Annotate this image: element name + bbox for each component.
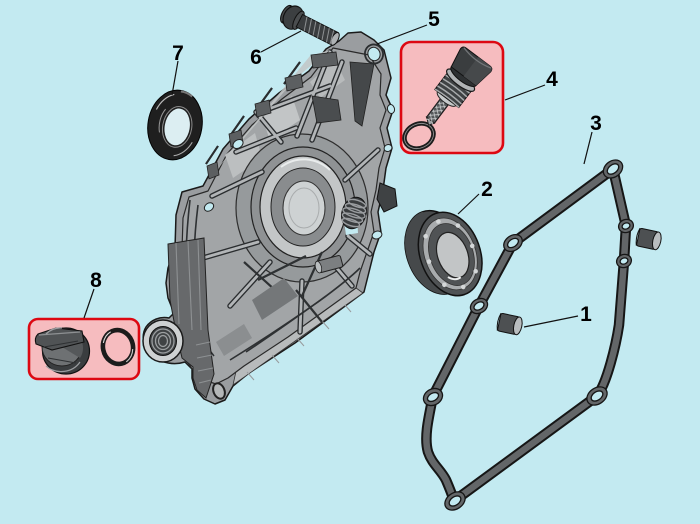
svg-text:5: 5 <box>428 8 440 31</box>
svg-text:8: 8 <box>90 269 102 292</box>
svg-text:2: 2 <box>481 178 493 201</box>
svg-text:6: 6 <box>250 46 262 69</box>
svg-text:1: 1 <box>580 303 592 326</box>
svg-text:4: 4 <box>546 68 558 91</box>
svg-text:7: 7 <box>172 42 184 65</box>
svg-text:3: 3 <box>590 112 602 135</box>
